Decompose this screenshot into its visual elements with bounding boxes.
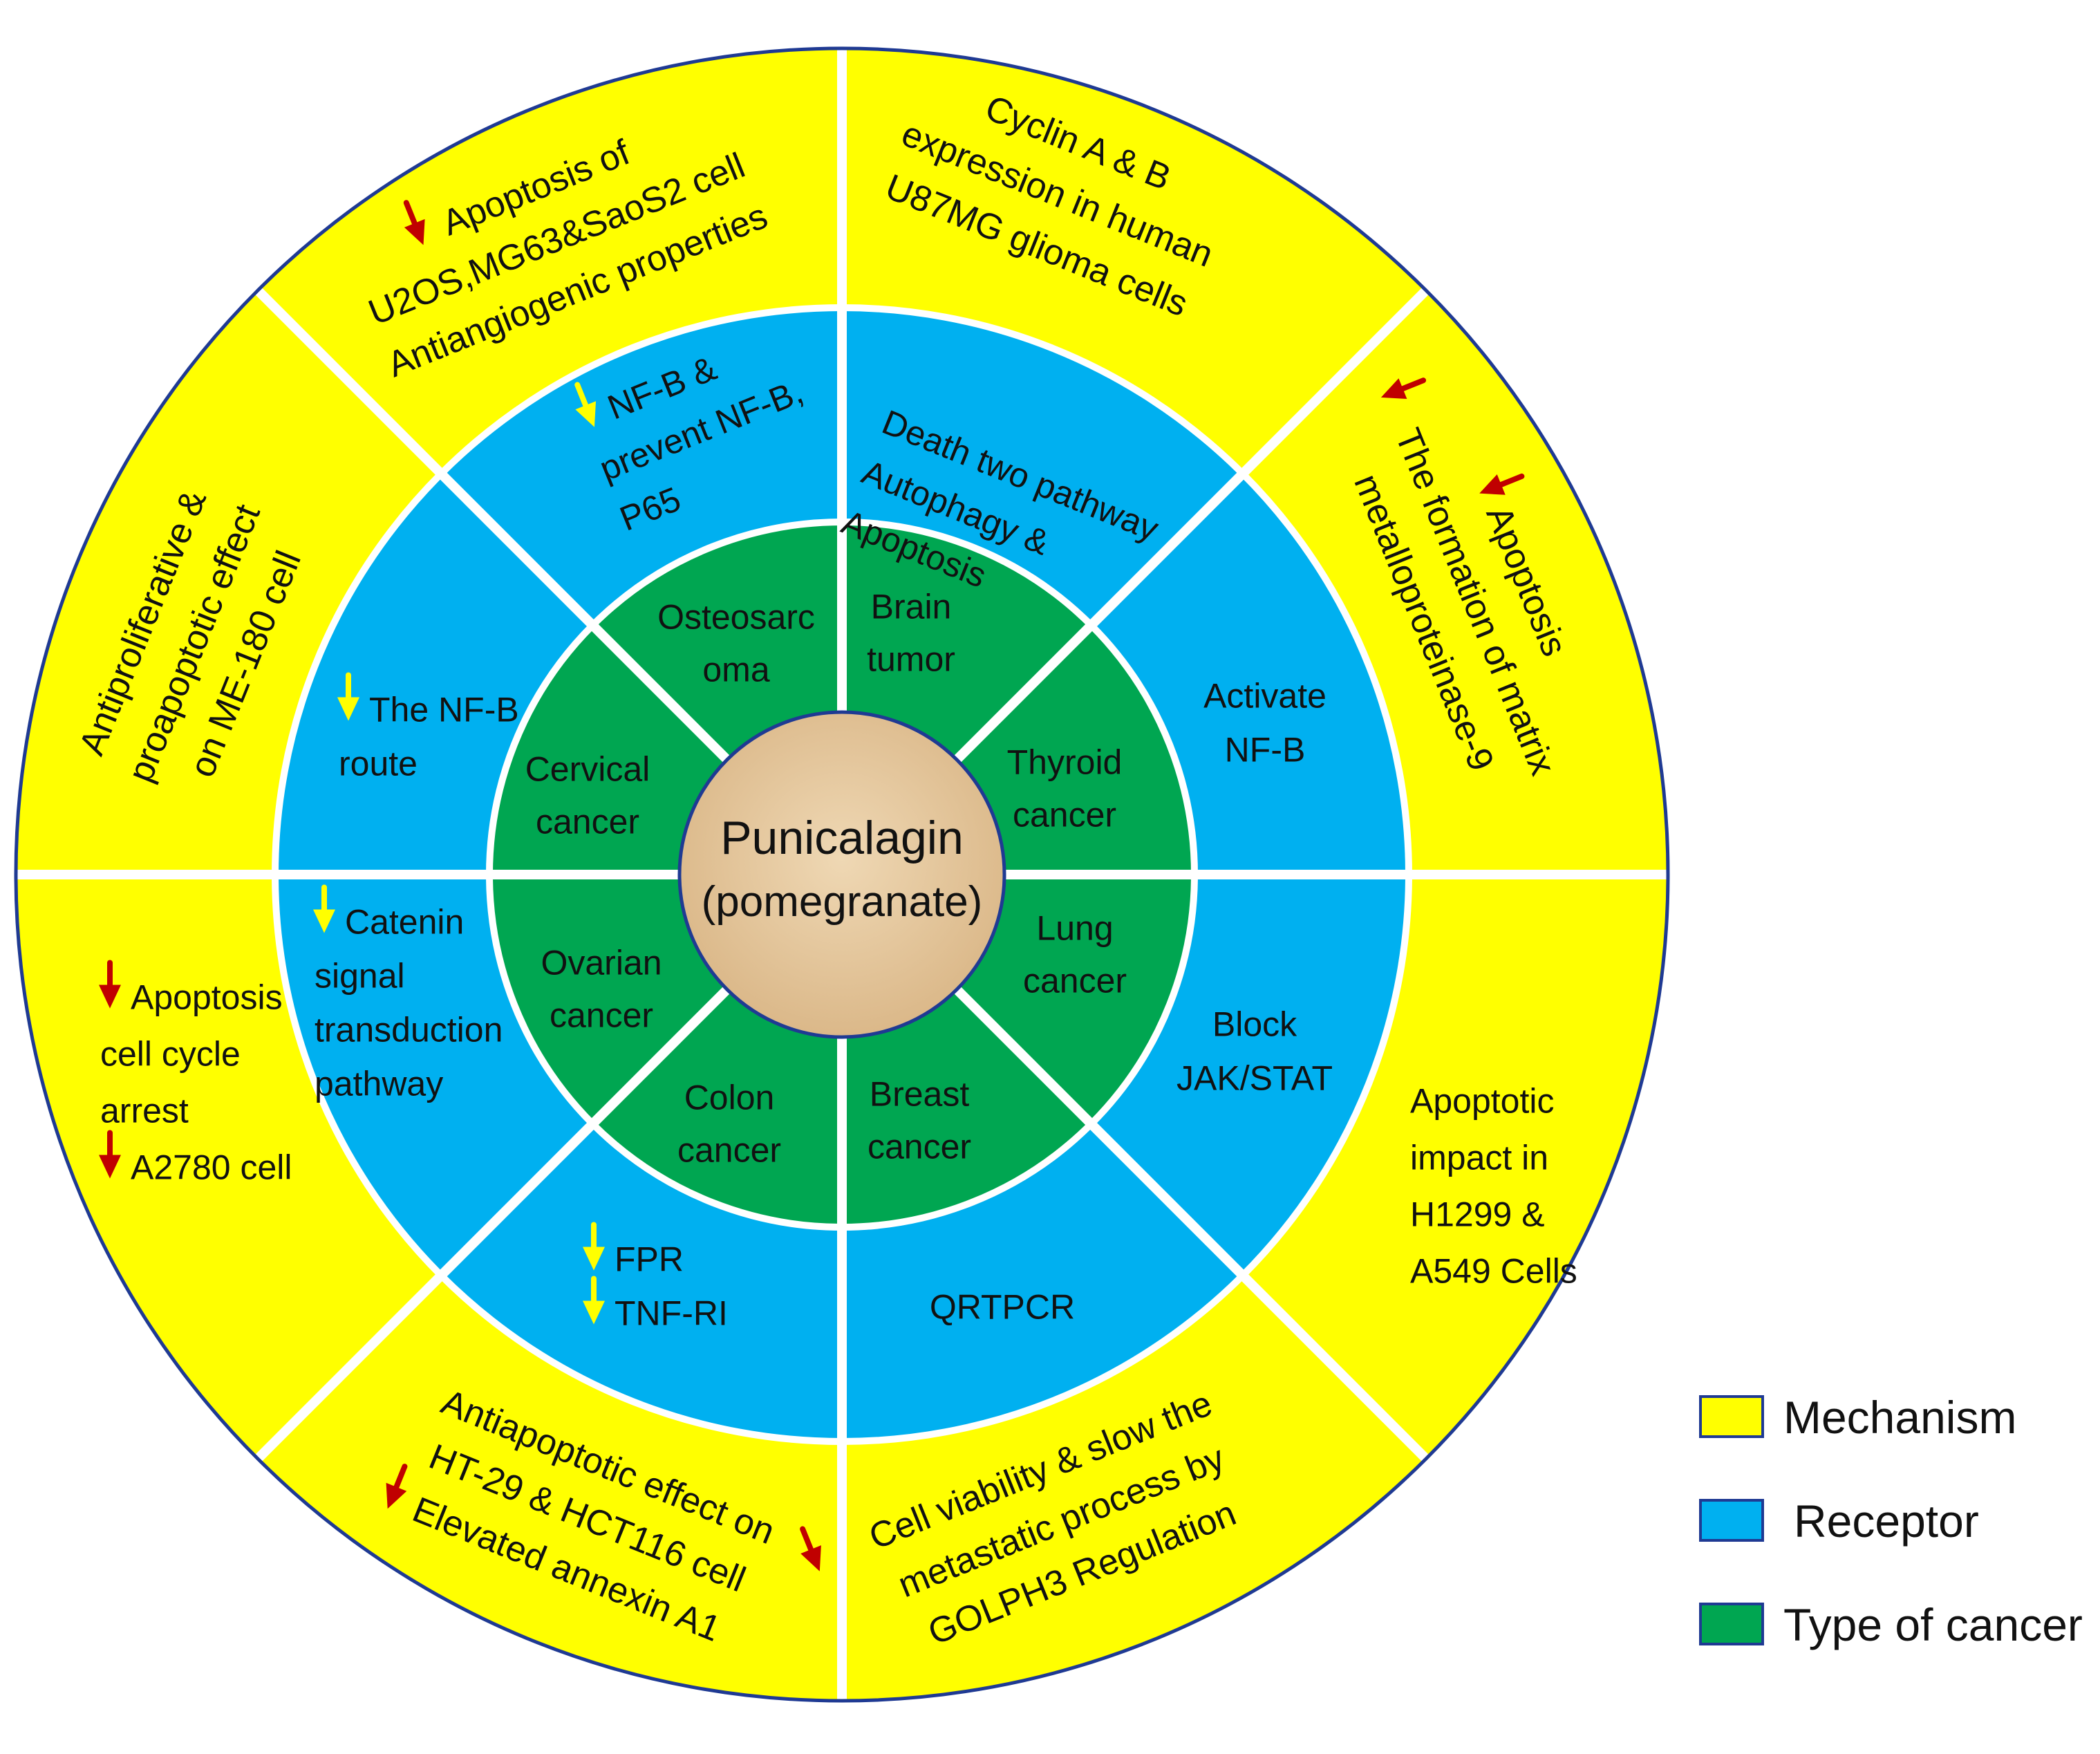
cancer-lung-label: Lung cancer <box>1023 909 1127 1000</box>
down-arrow-icon <box>800 1526 821 1571</box>
cancer-osteosarcoma-line: Osteosarc <box>657 598 815 637</box>
receptor-ovarian-line: pathway <box>315 1065 443 1103</box>
center-title: Punicalagin <box>720 812 964 864</box>
down-arrow-icon <box>1380 377 1427 399</box>
cancer-osteosarcoma-line: oma <box>702 651 769 689</box>
cancer-ovarian-line: Ovarian <box>541 944 662 982</box>
cancer-cervical-label: Cervical cancer <box>525 750 650 841</box>
receptor-colon-line: TNF-RI <box>615 1294 728 1333</box>
down-arrow-icon <box>583 1222 605 1271</box>
outer-border <box>14 46 1670 1703</box>
legend-label-mechanism: Mechanism <box>1783 1392 2016 1443</box>
receptor-cervical-line: route <box>339 745 418 783</box>
receptor-breast-label: QRTPCR <box>930 1288 1075 1327</box>
receptor-thyroid-line: Activate <box>1203 677 1326 716</box>
down-arrow-icon <box>403 200 425 245</box>
sector-dividers <box>9 41 1675 1708</box>
down-arrow-icon <box>386 1464 408 1509</box>
center-circle: Punicalagin (pomegranate) <box>677 710 1006 1039</box>
cancer-osteosarcoma-label: Osteosarc oma <box>657 598 815 689</box>
cancer-brain-tumor-line: tumor <box>867 640 955 679</box>
ring-divider-outer <box>272 304 1412 1445</box>
receptor-lung-line: JAK/STAT <box>1176 1059 1333 1098</box>
sector-divider <box>953 281 1435 763</box>
cancer-lung-line: cancer <box>1023 962 1127 1000</box>
receptor-thyroid-line: NF-B <box>1225 731 1306 769</box>
cancer-thyroid-line: cancer <box>1013 796 1116 834</box>
down-arrow-icon <box>337 672 359 721</box>
cancer-lung-line: Lung <box>1036 909 1113 948</box>
mechanism-ovarian-line: A2780 cell <box>131 1148 292 1187</box>
mechanism-lung-label: Apoptotic impact in H1299 & A549 Cells <box>1410 1082 1577 1291</box>
receptor-ring <box>273 306 1411 1444</box>
cancer-brain-tumor-line: Brain <box>871 588 952 626</box>
receptor-ovarian-label: Catenin signal transduction pathway <box>313 884 503 1103</box>
sector-divider <box>249 281 731 763</box>
legend-label-cancer-type: Type of cancer <box>1783 1599 2083 1650</box>
cancer-breast-label: Breast cancer <box>868 1075 971 1166</box>
mechanism-lung-line: Apoptotic <box>1410 1082 1554 1121</box>
cancer-colon-label: Colon cancer <box>677 1079 781 1170</box>
center-subtitle: (pomegranate) <box>702 878 983 926</box>
sector-divider <box>249 986 731 1468</box>
down-arrow-icon <box>1479 473 1525 495</box>
cancer-colon-line: cancer <box>677 1131 781 1170</box>
ring-divider-inner <box>486 519 1198 1231</box>
mechanism-ovarian-line: cell cycle <box>100 1035 241 1074</box>
down-arrow-icon <box>99 960 121 1009</box>
cancer-cervical-line: Cervical <box>525 750 650 789</box>
legend-label-receptor: Receptor <box>1794 1495 1979 1547</box>
cancer-ovarian-label: Ovarian cancer <box>541 944 662 1035</box>
mechanism-ring <box>14 46 1670 1703</box>
receptor-cervical-label: The NF-B route <box>337 672 519 783</box>
cancer-thyroid-line: Thyroid <box>1007 743 1123 782</box>
legend: Mechanism Receptor Type of cancer <box>1699 1392 2083 1650</box>
sector-divider <box>953 986 1435 1468</box>
down-arrow-icon <box>313 884 335 933</box>
legend-swatch-receptor <box>1699 1499 1764 1542</box>
cancer-ovarian-line: cancer <box>550 996 653 1035</box>
cancer-brain-tumor-label: Brain tumor <box>867 588 955 679</box>
mechanism-lung-line: H1299 & <box>1410 1195 1545 1234</box>
receptor-colon-label: FPR TNF-RI <box>583 1222 728 1333</box>
mechanism-ovarian-line: Apoptosis <box>131 978 283 1017</box>
mechanism-ovarian-line: arrest <box>100 1092 189 1130</box>
cancer-breast-line: cancer <box>868 1128 971 1166</box>
down-arrow-icon <box>583 1276 605 1325</box>
receptor-breast-line: QRTPCR <box>930 1288 1075 1327</box>
receptor-ovarian-line: signal <box>315 957 405 996</box>
receptor-ovarian-line: Catenin <box>345 903 464 942</box>
legend-swatch-cancer-type <box>1699 1603 1764 1645</box>
down-arrow-icon <box>574 382 597 427</box>
cancer-breast-line: Breast <box>870 1075 970 1114</box>
cancer-colon-line: Colon <box>684 1079 775 1117</box>
cancer-thyroid-label: Thyroid cancer <box>1007 743 1123 834</box>
receptor-cervical-line: The NF-B <box>369 691 519 729</box>
punicalagin-center-disc <box>677 710 1006 1039</box>
down-arrow-icon <box>99 1130 121 1179</box>
mechanism-lung-line: impact in <box>1410 1139 1548 1177</box>
receptor-lung-line: Block <box>1212 1005 1297 1044</box>
receptor-ovarian-line: transduction <box>315 1011 503 1049</box>
legend-swatch-mechanism <box>1699 1395 1764 1438</box>
mechanism-lung-line: A549 Cells <box>1410 1252 1577 1291</box>
receptor-colon-line: FPR <box>615 1240 684 1279</box>
cancer-cervical-line: cancer <box>536 803 639 841</box>
